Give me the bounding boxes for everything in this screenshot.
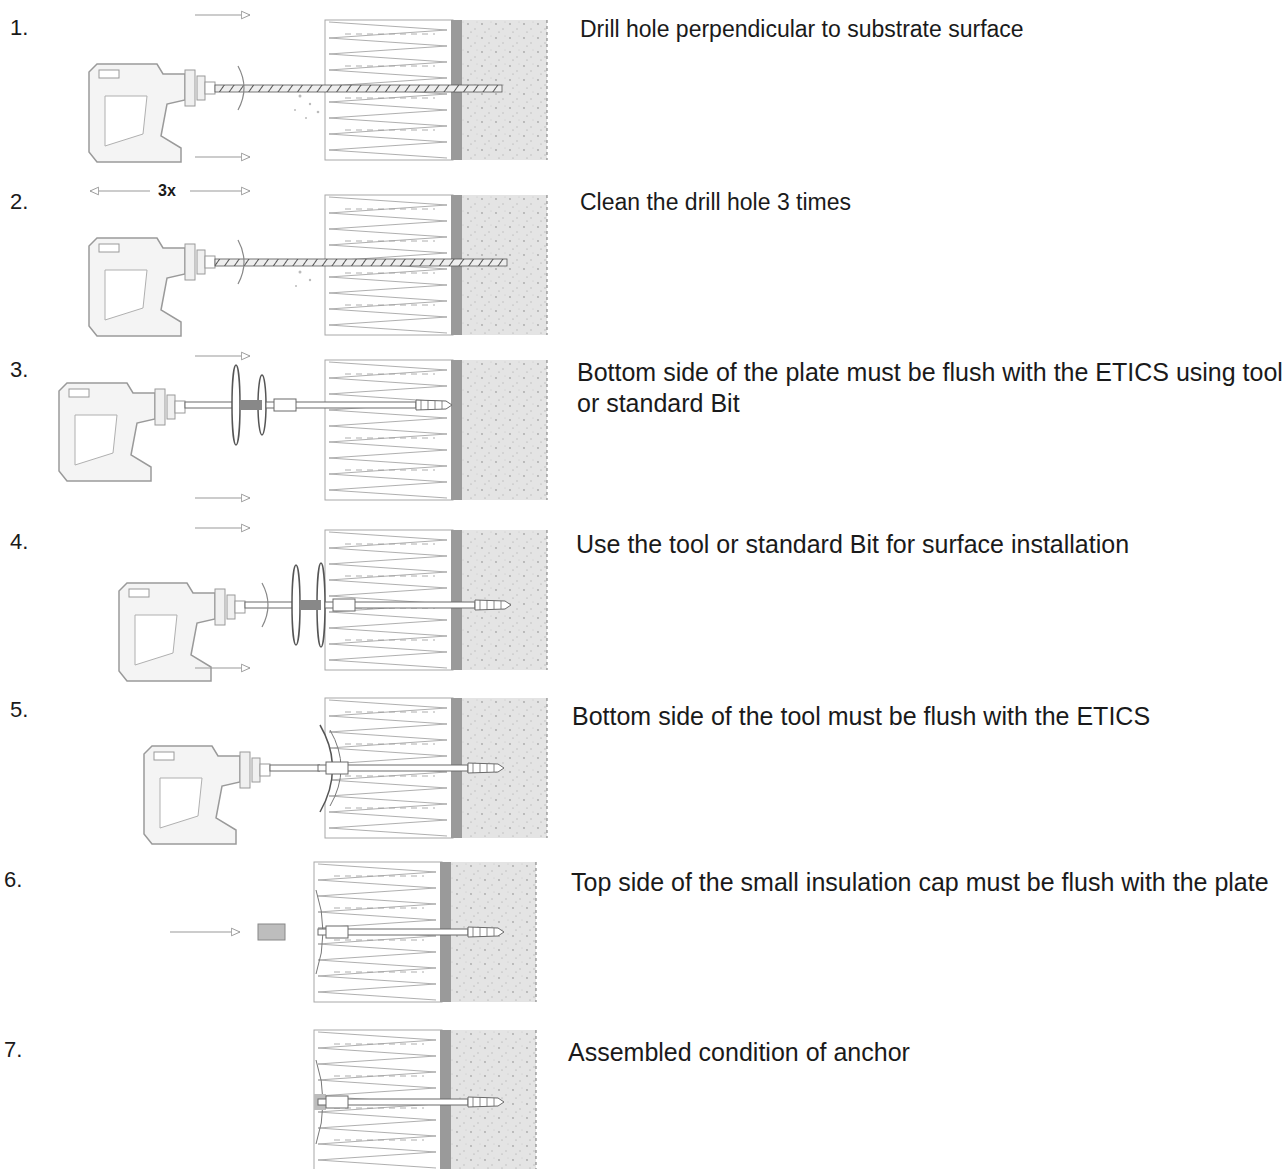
instruction-text: Clean the drill hole 3 times	[580, 188, 1285, 217]
instruction-text: Drill hole perpendicular to substrate su…	[580, 15, 1285, 44]
instruction-text: Bottom side of the plate must be flush w…	[577, 357, 1283, 420]
step-number: 1.	[10, 14, 28, 42]
step-number: 4.	[10, 528, 28, 556]
step-number: 7.	[4, 1036, 22, 1064]
instruction-text: Use the tool or standard Bit for surface…	[576, 529, 1282, 560]
step-number: 6.	[4, 866, 22, 894]
step-number: 2.	[10, 188, 28, 216]
step-number: 5.	[10, 696, 28, 724]
repeat-count: 3x	[155, 181, 179, 201]
instruction-text: Top side of the small insulation cap mus…	[571, 867, 1277, 898]
instruction-text: Assembled condition of anchor	[568, 1037, 1278, 1068]
step-number: 3.	[10, 356, 28, 384]
instruction-text: Bottom side of the tool must be flush wi…	[572, 701, 1282, 732]
